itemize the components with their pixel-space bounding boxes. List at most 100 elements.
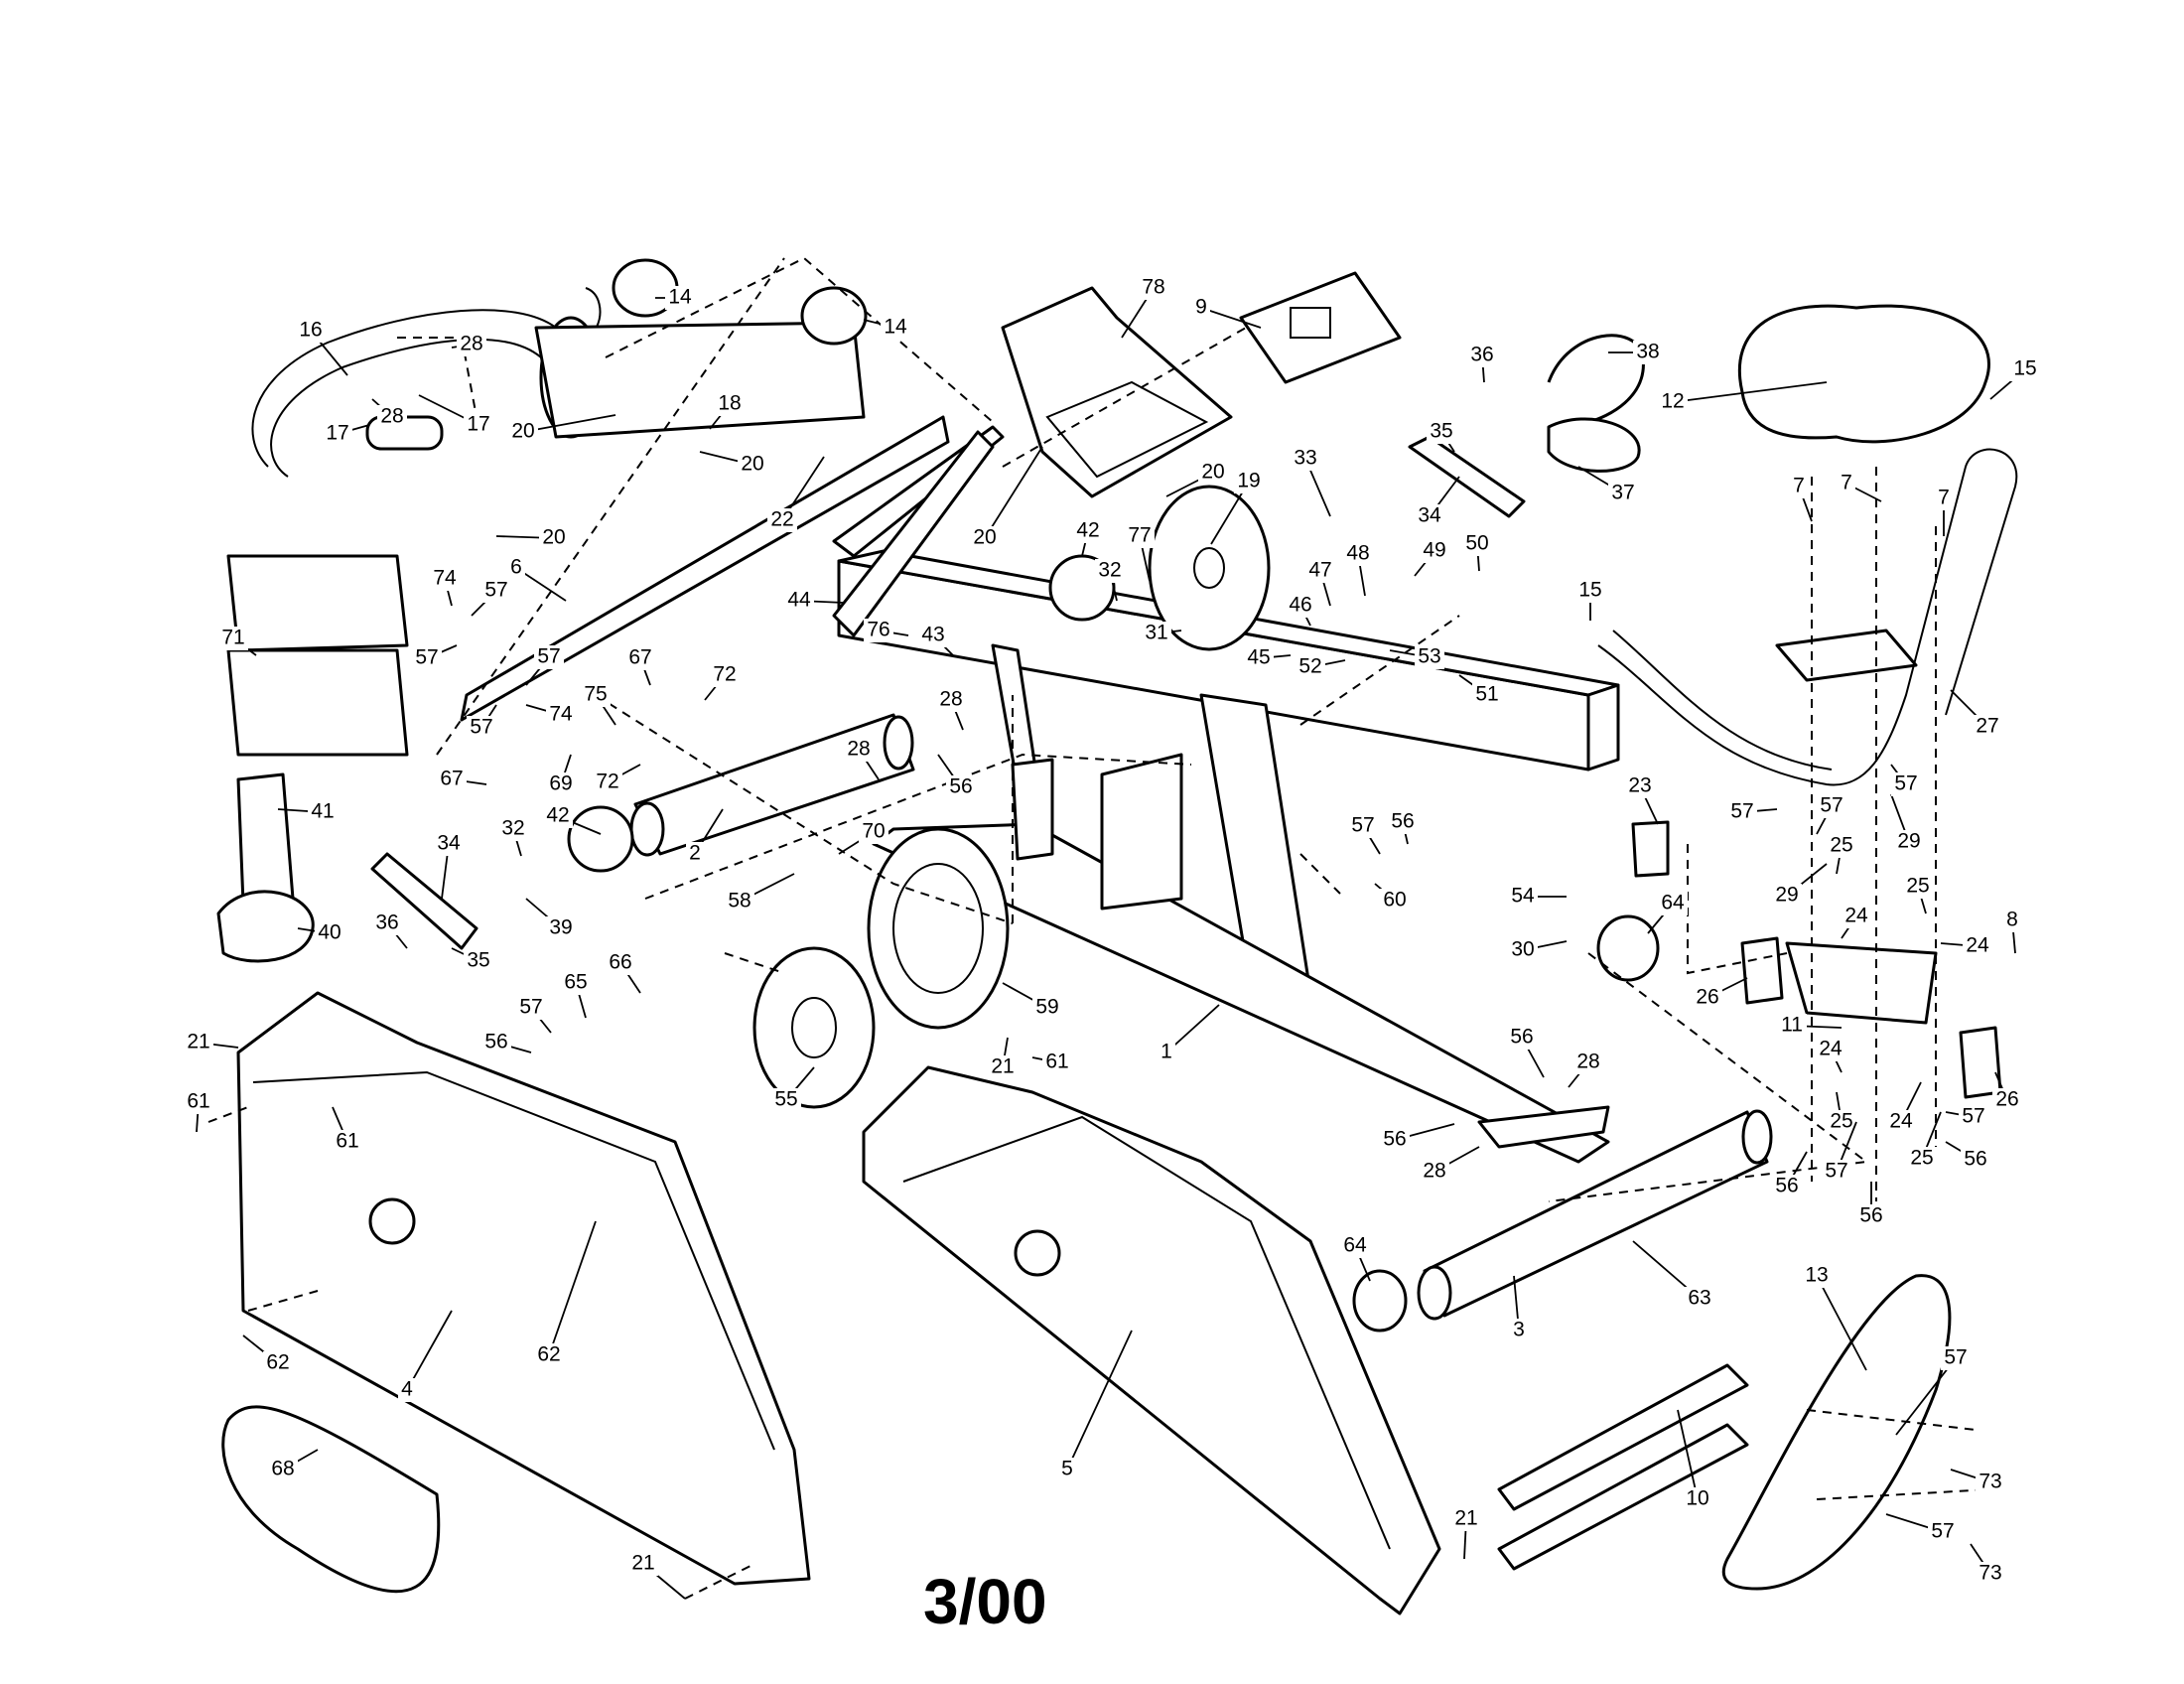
callout-label: 73 [1979,1562,2001,1585]
callout-label-background [1095,559,1125,583]
callout-label: 50 [1465,532,1488,555]
callout-label: 13 [1805,1264,1828,1287]
callout-label: 36 [1470,344,1493,366]
callout-label: 72 [596,771,618,793]
callout-label: 24 [1844,905,1868,927]
callout-label-background [1608,482,1638,505]
callout-label: 34 [1418,504,1441,527]
callout-label-background [308,800,338,824]
callout-label-background [1042,1051,1072,1074]
callout-label: 57 [470,716,492,739]
console-tray-part [1001,286,1233,498]
callout-label: 28 [1576,1051,1599,1073]
callout-label: 68 [271,1458,294,1480]
callout-label-background [1894,830,1924,854]
callout-label: 67 [440,768,463,790]
callout-label-background [581,683,611,707]
callout-label-background [1158,1041,1175,1064]
callout-label: 23 [1628,774,1651,797]
callout-label-background [1058,1458,1076,1481]
callout-label: 42 [1076,519,1099,542]
callout-label: 25 [1910,1147,1933,1170]
callout-label-background [881,316,910,340]
callout-label-background [725,890,754,913]
callout-label: 37 [1611,482,1634,504]
callout-label-background [268,1458,298,1481]
callout-label: 28 [939,688,962,711]
callout-label: 14 [884,316,907,339]
callout-label-background [1658,390,1688,414]
callout-label: 54 [1511,885,1535,908]
callout-label: 56 [1964,1148,1986,1171]
callout-label: 32 [501,817,524,840]
callout-label: 20 [973,526,996,549]
callout-label: 14 [668,286,692,309]
callout-label: 75 [584,683,607,706]
callout-label-background [1510,1319,1528,1342]
callout-label: 57 [1825,1160,1847,1183]
front-stabilizer-part [1417,1109,1773,1321]
callout-label-background [715,392,745,416]
callout-label-background [1451,1507,1481,1531]
callout-label: 5 [1061,1458,1073,1480]
callout-label-background [1693,986,1722,1010]
callout-label-background [1625,774,1655,798]
callout-leader-line [522,414,616,433]
callout-label-background [1928,1520,1958,1544]
callout-label: 6 [510,556,522,579]
callout-leader-line [1200,307,1262,329]
callout-label: 2 [689,842,701,865]
callout-label: 26 [1696,986,1718,1009]
callout-label: 64 [1661,892,1685,914]
callout-leader-line [406,1310,453,1391]
callout-label-background [1838,472,1855,495]
callout-label-background [918,624,948,647]
left-crank-arm-part [370,852,478,950]
callout-label: 56 [1391,810,1414,833]
callout-label-background [481,1031,511,1054]
callout-label: 73 [1979,1471,2001,1493]
callout-label-background [844,738,874,762]
callout-label: 34 [437,832,461,855]
callout-label: 7 [1793,475,1805,497]
callout-label-background [1573,1051,1603,1074]
callout-label-background [1234,470,1264,493]
callout-label: 27 [1976,715,1998,738]
callout-label-background [315,921,344,945]
drive-belt-part [221,1405,441,1594]
callout-label: 77 [1128,524,1151,547]
callout-label-background [1296,655,1325,679]
callout-label: 56 [1859,1204,1882,1227]
callout-label-background [1472,683,1502,707]
callout-label: 69 [549,772,572,795]
callout-label-background [1633,341,1663,364]
callout-label: 12 [1661,390,1684,413]
callout-label: 8 [2006,909,2018,931]
callout-label-background [467,716,496,740]
callout-label: 29 [1897,830,1920,853]
callout-label: 56 [484,1031,507,1053]
callout-label-background [263,1351,293,1375]
callout-label-background [1683,1487,1712,1511]
callout-label-background [516,996,546,1020]
callout-label: 51 [1475,683,1498,706]
callout-label-background [625,646,655,670]
callout-label: 45 [1247,646,1270,669]
callout-label-background [686,842,704,866]
callout-label-background [1992,1088,2022,1112]
callout-label-background [296,319,326,343]
callout-label: 70 [862,820,885,843]
callout-label-background [784,589,814,613]
callout-label: 61 [187,1090,209,1113]
callout-label: 29 [1775,884,1798,907]
callout-leader-line [1816,1275,1867,1371]
callout-label-background [628,1552,658,1576]
callout-label: 26 [1995,1088,2018,1111]
callout-label-background [1772,1175,1802,1198]
callout-label: 47 [1308,559,1331,582]
callout-label-background [1286,594,1315,618]
callout-label-background [1415,504,1444,528]
callout-label: 10 [1686,1487,1708,1510]
callout-label: 62 [266,1351,289,1374]
callout-label: 9 [1195,296,1207,319]
